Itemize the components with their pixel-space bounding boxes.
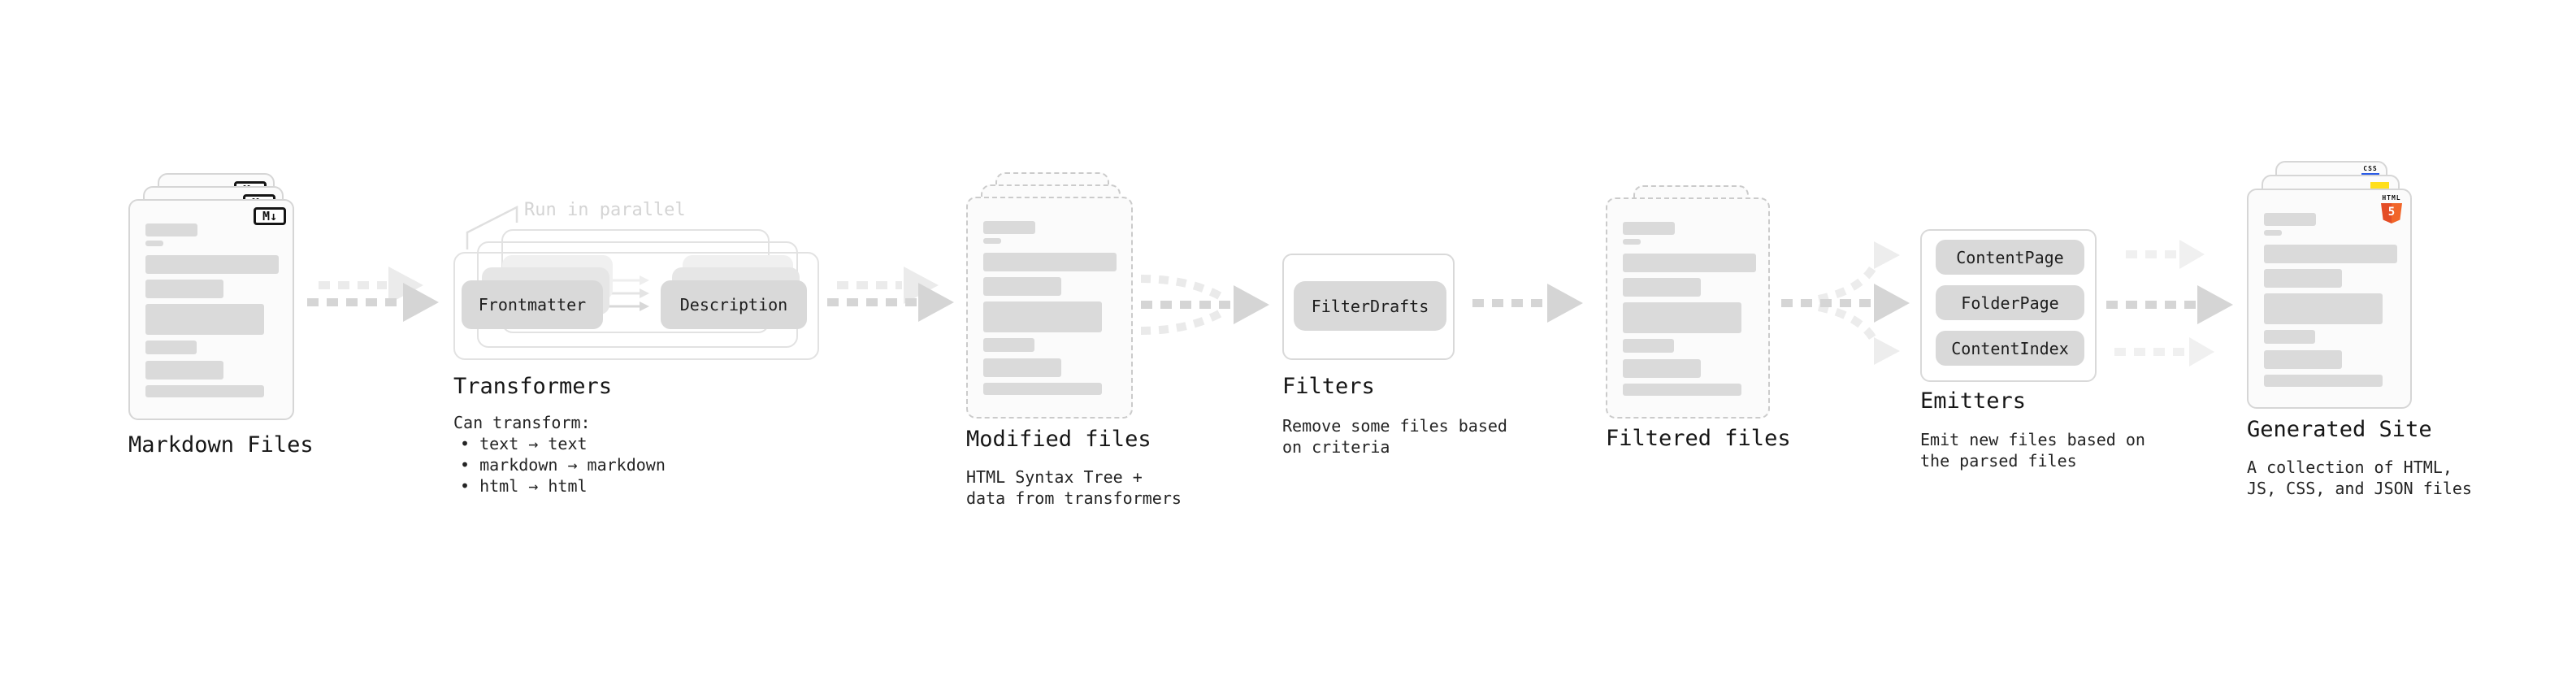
skeleton-text-bar bbox=[145, 223, 197, 236]
skeleton-text-bar bbox=[983, 338, 1034, 352]
skeleton-text-bar bbox=[1623, 222, 1675, 235]
transformers-desc-heading: Can transform: bbox=[453, 413, 591, 432]
arrow-emitters-to-generated bbox=[2106, 240, 2233, 367]
filters-desc: Remove some files based bbox=[1282, 416, 1507, 436]
modified-files-desc: HTML Syntax Tree + bbox=[966, 467, 1143, 487]
transformers-bullet: • html → html bbox=[460, 476, 588, 496]
skeleton-text-bar bbox=[1623, 384, 1741, 396]
skeleton-text-bar bbox=[1623, 278, 1701, 297]
skeleton-text-bar bbox=[983, 383, 1102, 395]
transformer-parallel-arrows bbox=[606, 275, 649, 311]
skeleton-text-bar bbox=[983, 358, 1061, 377]
transformers-bullet: • markdown → markdown bbox=[460, 455, 666, 475]
skeleton-text-bar bbox=[145, 361, 223, 380]
folder-page-box: FolderPage bbox=[1936, 285, 2084, 320]
transformer-card-front bbox=[453, 252, 819, 360]
emitters-title: Emitters bbox=[1920, 388, 2027, 414]
markdown-files-title: Markdown Files bbox=[128, 432, 314, 458]
markdown-file-card-front: M↓ bbox=[128, 199, 294, 420]
skeleton-text-bar bbox=[2264, 293, 2383, 324]
description-box: Description bbox=[661, 280, 807, 329]
skeleton-text-bar bbox=[2264, 245, 2397, 263]
html5-logo-icon: HTML 5 bbox=[2381, 195, 2402, 223]
filtered-file-card-front bbox=[1606, 197, 1770, 419]
skeleton-text-bar bbox=[983, 277, 1061, 296]
skeleton-text-bar bbox=[145, 255, 279, 274]
skeleton-text-bar bbox=[145, 385, 264, 397]
arrow-filtered-to-emitters-diverging bbox=[1781, 241, 1910, 365]
modified-files-desc: data from transformers bbox=[966, 488, 1182, 508]
run-in-parallel-leader-line bbox=[466, 205, 518, 249]
javascript-logo-icon bbox=[2370, 182, 2389, 191]
arrow-filters-to-filtered bbox=[1472, 284, 1583, 323]
filter-drafts-box: FilterDrafts bbox=[1294, 281, 1446, 331]
skeleton-text-bar bbox=[145, 280, 223, 298]
generated-html-file-card: HTML 5 bbox=[2247, 189, 2412, 409]
css-logo-icon: CSS bbox=[2361, 166, 2379, 176]
filters-card: FilterDrafts bbox=[1282, 254, 1455, 360]
filters-title: Filters bbox=[1282, 374, 1375, 399]
transformers-title: Transformers bbox=[453, 374, 613, 399]
skeleton-text-bar bbox=[145, 241, 163, 246]
skeleton-text-bar bbox=[2264, 269, 2342, 288]
modified-files-title: Modified files bbox=[966, 427, 1151, 452]
generated-site-desc: JS, CSS, and JSON files bbox=[2247, 479, 2472, 498]
arrow-transformers-to-modified bbox=[827, 267, 954, 322]
content-index-box: ContentIndex bbox=[1936, 331, 2084, 366]
skeleton-text-bar bbox=[2264, 350, 2342, 369]
skeleton-text-bar bbox=[2264, 230, 2282, 236]
modified-file-card-front bbox=[966, 197, 1133, 419]
markdown-logo-icon: M↓ bbox=[254, 207, 286, 225]
skeleton-text-bar bbox=[2264, 375, 2383, 387]
skeleton-text-bar bbox=[2264, 330, 2315, 344]
arrow-markdown-to-transformers bbox=[307, 267, 439, 322]
skeleton-text-bar bbox=[983, 253, 1117, 271]
skeleton-text-bar bbox=[983, 238, 1001, 244]
emitters-card: ContentPage FolderPage ContentIndex bbox=[1920, 229, 2097, 382]
skeleton-text-bar bbox=[1623, 254, 1756, 272]
skeleton-text-bar bbox=[1623, 239, 1641, 245]
skeleton-text-bar bbox=[1623, 302, 1741, 333]
emitters-desc: the parsed files bbox=[1920, 451, 2077, 471]
skeleton-text-bar bbox=[983, 301, 1102, 332]
transformers-bullet: • text → text bbox=[460, 434, 588, 453]
skeleton-text-bar bbox=[145, 304, 264, 335]
skeleton-text-bar bbox=[1623, 359, 1701, 378]
skeleton-text-bar bbox=[145, 340, 197, 354]
run-in-parallel-annotation: Run in parallel bbox=[524, 200, 686, 220]
content-page-box: ContentPage bbox=[1936, 240, 2084, 275]
emitters-desc: Emit new files based on bbox=[1920, 430, 2145, 449]
arrow-modified-to-filters-converging bbox=[1140, 275, 1269, 335]
generated-site-title: Generated Site bbox=[2247, 417, 2432, 442]
filtered-files-title: Filtered files bbox=[1606, 426, 1791, 451]
generated-site-desc: A collection of HTML, bbox=[2247, 458, 2452, 477]
filters-desc: on criteria bbox=[1282, 437, 1390, 457]
frontmatter-box: Frontmatter bbox=[462, 280, 603, 329]
skeleton-text-bar bbox=[2264, 213, 2316, 226]
skeleton-text-bar bbox=[1623, 339, 1674, 353]
skeleton-text-bar bbox=[983, 221, 1035, 234]
